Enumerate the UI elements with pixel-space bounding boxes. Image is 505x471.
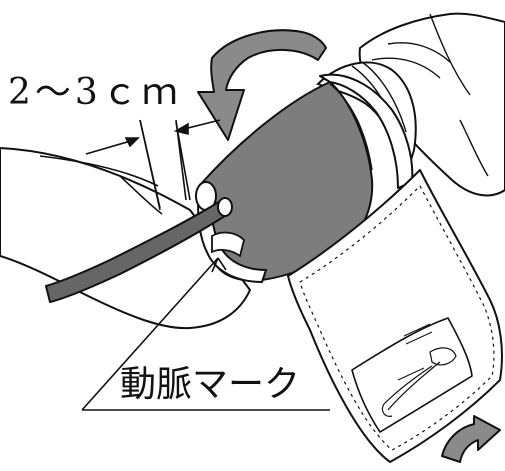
- cuff-flap: [287, 169, 503, 463]
- wrap-direction-arrow-top: [197, 29, 327, 141]
- cuff-lower-rim: [195, 181, 268, 284]
- distance-label: 2～3ｃｍ: [8, 72, 182, 113]
- wrap-direction-arrow-bottom: [441, 415, 501, 463]
- artery-mark-label: 動脈マーク: [120, 364, 300, 405]
- air-tube: [45, 197, 233, 303]
- artery-mark-leader: [81, 257, 330, 411]
- distance-indicator: [85, 119, 221, 209]
- artery-mark-tab: [211, 231, 245, 258]
- elbow-crease: [39, 155, 159, 187]
